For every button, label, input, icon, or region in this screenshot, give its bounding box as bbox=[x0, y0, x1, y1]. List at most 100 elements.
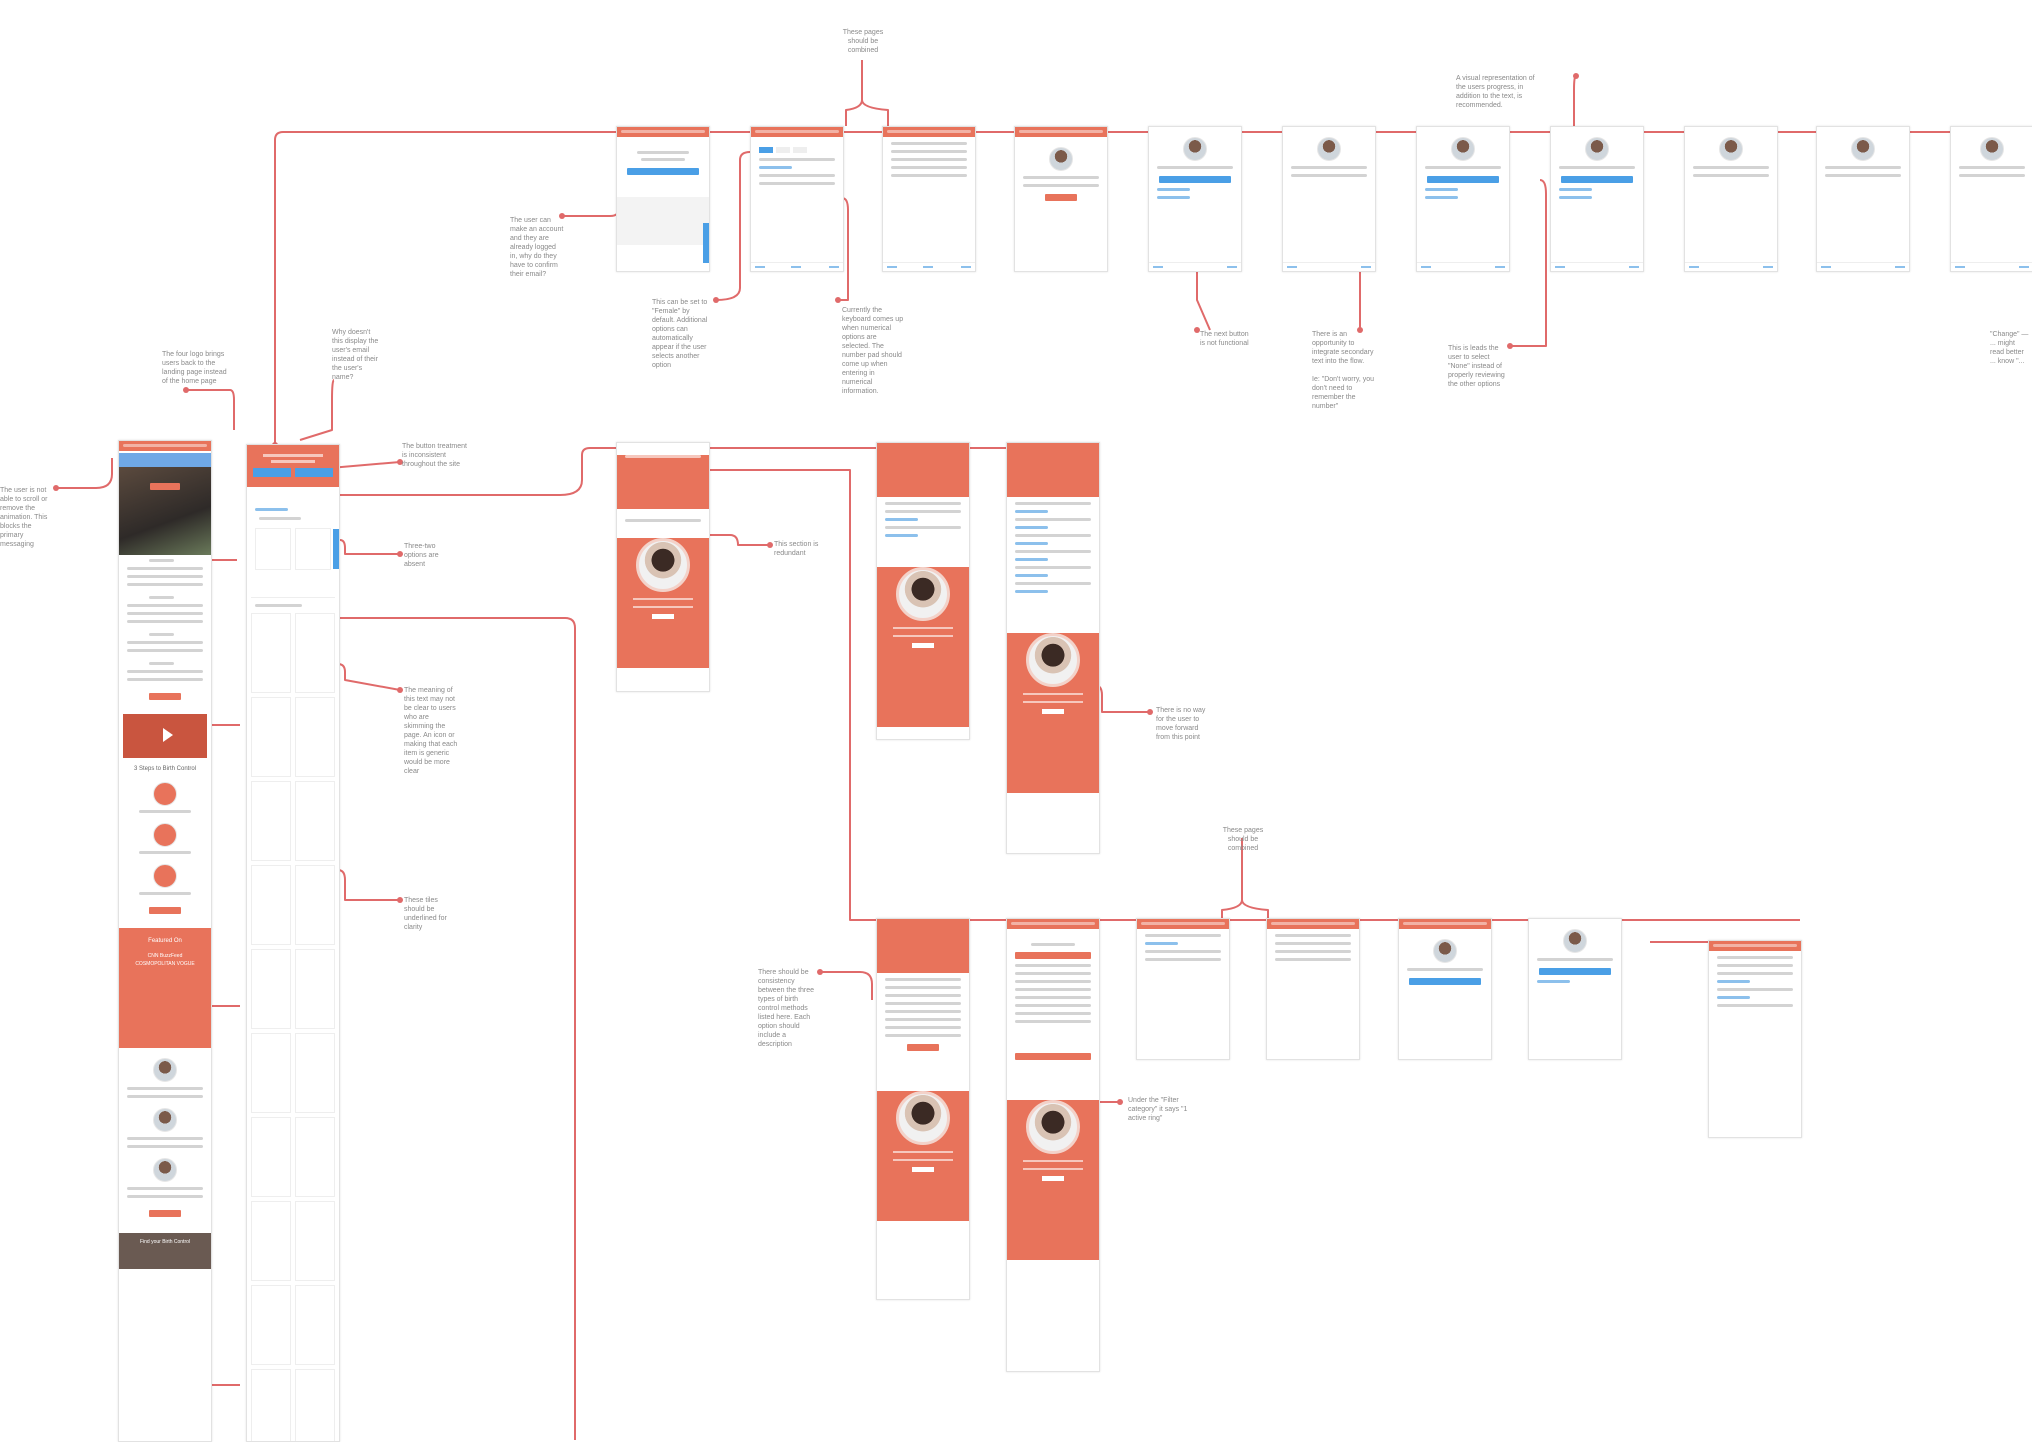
product-tile[interactable] bbox=[251, 781, 291, 861]
press-logo-4: VOGUE bbox=[176, 961, 195, 967]
step-3-icon bbox=[153, 864, 177, 888]
connector-top-flow bbox=[274, 131, 2032, 445]
product-tile[interactable] bbox=[295, 949, 335, 1029]
note-why: Why doesn't this display the user's emai… bbox=[332, 329, 379, 381]
press-logo-1: CNN bbox=[147, 953, 159, 959]
product-tile[interactable] bbox=[295, 781, 335, 861]
video-block[interactable] bbox=[123, 714, 207, 758]
connector-note-underlined bbox=[337, 869, 400, 901]
question-screen-2 bbox=[1282, 126, 1376, 272]
note-not-able: The user is not able to scroll or remove… bbox=[0, 487, 48, 548]
steps-title: 3 Steps to Birth Control bbox=[133, 766, 197, 772]
connector-note-gender bbox=[715, 151, 751, 301]
note-keyboard: Currently the keyboard comes up when num… bbox=[842, 307, 904, 395]
note-leads: This is leads the user to select "None" … bbox=[1448, 345, 1505, 388]
signup-screen-2 bbox=[750, 126, 844, 272]
featured-title: Featured On bbox=[148, 938, 182, 944]
product-tile[interactable] bbox=[251, 697, 291, 777]
connector-combine-bottom bbox=[1221, 838, 1269, 918]
note-make-account: The user can make an account and they ar… bbox=[510, 217, 564, 278]
bottom-banner: Find your Birth Control bbox=[119, 1233, 211, 1269]
hero-cta-button[interactable] bbox=[150, 483, 180, 490]
product-tile[interactable] bbox=[295, 1117, 335, 1197]
note-change: "Change" — ... might read better ... kno… bbox=[1990, 331, 2029, 365]
product-tile[interactable] bbox=[295, 1369, 335, 1441]
question-screen-1 bbox=[1148, 126, 1242, 272]
note-consistency: There should be consistency between the … bbox=[758, 969, 815, 1048]
note-progress: A visual representation of the users pro… bbox=[1456, 75, 1535, 109]
product-tile[interactable] bbox=[251, 613, 291, 693]
product-tile[interactable] bbox=[251, 949, 291, 1029]
connector-note-meaning bbox=[337, 663, 401, 691]
hero-image bbox=[119, 467, 211, 555]
connector-note-noway bbox=[1093, 684, 1150, 713]
product-tile[interactable] bbox=[251, 1285, 291, 1365]
question-screen-7 bbox=[1950, 126, 2032, 272]
connector-note-three bbox=[339, 539, 400, 555]
product-tile[interactable] bbox=[295, 1285, 335, 1365]
product-tile[interactable] bbox=[295, 1201, 335, 1281]
connector-note-why bbox=[299, 379, 335, 441]
product-tile[interactable] bbox=[251, 1117, 291, 1197]
listing-tab-b[interactable] bbox=[295, 468, 333, 477]
product-tile[interactable] bbox=[295, 865, 335, 945]
connector-note-redundant bbox=[702, 534, 770, 546]
connector-lower-branch bbox=[660, 469, 1055, 921]
landing-header bbox=[119, 441, 211, 451]
connector-note-notable bbox=[56, 458, 113, 489]
testimonial-cta-button[interactable] bbox=[149, 1210, 181, 1217]
testimonial-3-avatar bbox=[153, 1158, 177, 1182]
testimonial-2-avatar bbox=[153, 1108, 177, 1132]
step-2-icon bbox=[153, 823, 177, 847]
product-tile[interactable] bbox=[251, 1369, 291, 1441]
question-screen-6 bbox=[1816, 126, 1910, 272]
play-icon[interactable] bbox=[163, 728, 173, 742]
note-meaning: The meaning of this text may not be clea… bbox=[404, 687, 458, 775]
product-tile[interactable] bbox=[295, 613, 335, 693]
get-started-button[interactable] bbox=[149, 693, 181, 700]
chat-card bbox=[617, 538, 709, 668]
quiz-screen-a bbox=[616, 442, 710, 692]
connector-note-leads bbox=[1510, 179, 1547, 347]
featured-on-block: Featured On CNN BuzzFeed COSMOPOLITAN VO… bbox=[119, 928, 211, 1048]
question-screen-4 bbox=[1550, 126, 1644, 272]
connector-note-buttons bbox=[329, 461, 401, 469]
checkout-screen-4 bbox=[1528, 918, 1622, 1060]
product-tile[interactable] bbox=[295, 697, 335, 777]
connector-combine-top bbox=[845, 60, 889, 126]
note-four-logo: The four logo brings users back to the l… bbox=[162, 351, 227, 385]
method-screen bbox=[876, 918, 970, 1300]
listing-tab-a[interactable] bbox=[253, 468, 291, 477]
product-tile[interactable] bbox=[251, 865, 291, 945]
note-underlined: These tiles should be underlined for cla… bbox=[404, 897, 447, 931]
product-detail-screen bbox=[1006, 918, 1100, 1372]
birth-control-listing-screen bbox=[246, 444, 340, 1442]
question-screen-3 bbox=[1416, 126, 1510, 272]
checkout-screen-1 bbox=[1136, 918, 1230, 1060]
product-tile[interactable] bbox=[295, 1033, 335, 1113]
bottom-banner-label: Find your Birth Control bbox=[139, 1239, 191, 1245]
note-secondary: There is an opportunity to integrate sec… bbox=[1312, 331, 1375, 410]
signup-screen-4 bbox=[1014, 126, 1108, 272]
step-1-icon bbox=[153, 782, 177, 806]
landing-page-screen: 3 Steps to Birth Control Featured On CNN… bbox=[118, 440, 212, 1442]
emergency-section bbox=[251, 517, 335, 598]
quiz-screen-b bbox=[876, 442, 970, 740]
note-too-many-pages: These pages should be combined bbox=[842, 29, 884, 54]
connector-long-down bbox=[270, 617, 576, 1440]
note-no-way: There is no way for the user to move for… bbox=[1156, 707, 1206, 741]
note-redundant: This section is redundant bbox=[774, 541, 819, 557]
checkout-screen-3 bbox=[1398, 918, 1492, 1060]
signup-screen-3 bbox=[882, 126, 976, 272]
steps-cta-button[interactable] bbox=[149, 907, 181, 914]
product-tile[interactable] bbox=[251, 1201, 291, 1281]
testimonial-1-avatar bbox=[153, 1058, 177, 1082]
product-tile[interactable] bbox=[251, 1033, 291, 1113]
connector-note-email bbox=[562, 186, 621, 217]
note-three-two: Three-two options are absent bbox=[404, 543, 439, 568]
note-next-button: The next button is not functional bbox=[1200, 331, 1249, 347]
summary-screen bbox=[1708, 940, 1802, 1138]
press-logo-3: COSMOPOLITAN bbox=[135, 961, 176, 967]
signup-confirm-button[interactable] bbox=[627, 168, 699, 175]
